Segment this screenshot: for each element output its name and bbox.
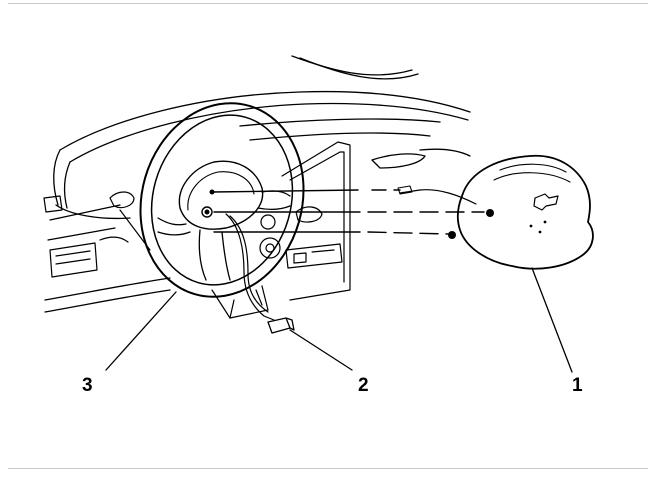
alignment-lines xyxy=(211,189,485,235)
callout-leaders xyxy=(105,267,573,373)
callout-2: 2 xyxy=(358,375,369,396)
airbag-module xyxy=(397,154,594,270)
left-controls xyxy=(43,191,151,278)
connector xyxy=(267,317,295,334)
callout-1: 1 xyxy=(572,375,583,396)
harness xyxy=(225,213,275,321)
bottom-rule xyxy=(8,468,648,469)
callout-3: 3 xyxy=(82,375,93,396)
center-console xyxy=(259,141,351,301)
steering-column xyxy=(211,285,269,319)
top-rule xyxy=(8,3,648,4)
dashboard xyxy=(44,55,471,313)
